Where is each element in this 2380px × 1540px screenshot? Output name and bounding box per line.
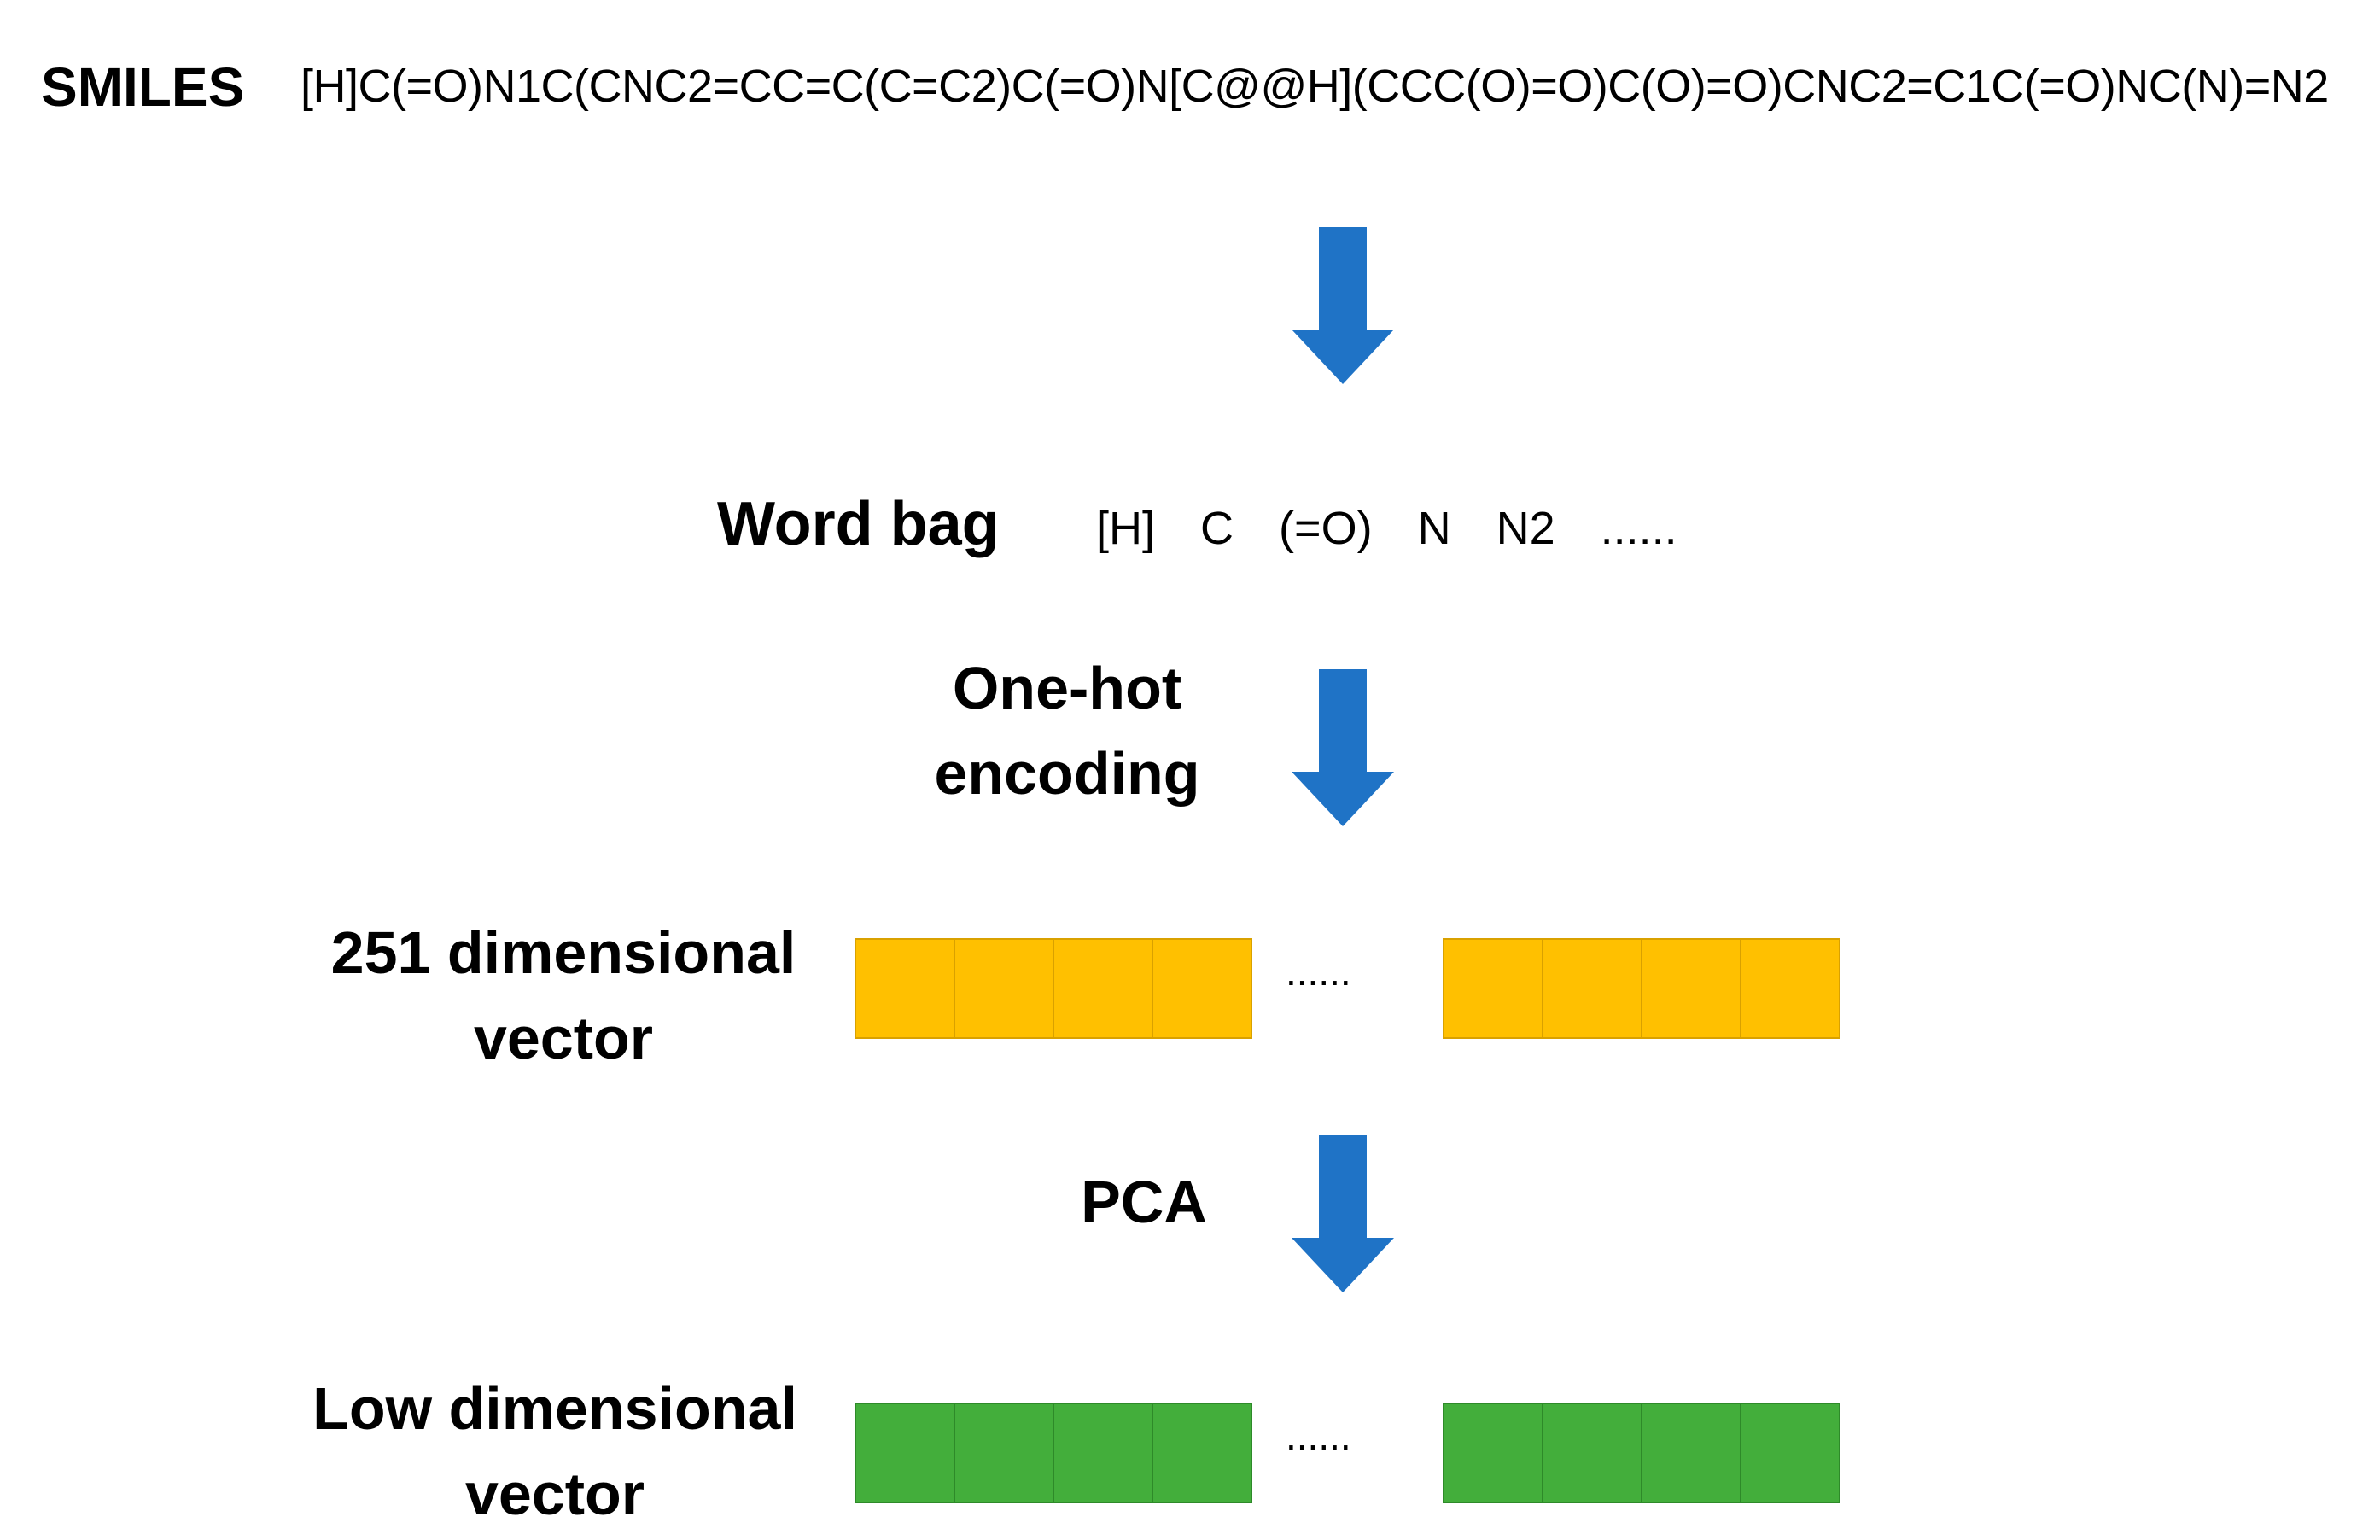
low-dim-label-line-2: vector (464, 1461, 645, 1527)
vector-251-left-cells (855, 938, 1252, 1039)
vector-cell (1443, 1403, 1543, 1503)
vector-cell (1443, 938, 1543, 1039)
vector-cell (1152, 938, 1252, 1039)
vector-251-right-cells (1443, 938, 1840, 1039)
word-bag-token: N (1417, 503, 1451, 554)
vector-cell (1740, 1403, 1840, 1503)
vector-cell (855, 938, 955, 1039)
vector-cell (855, 1403, 955, 1503)
vector-cell (954, 938, 1054, 1039)
vector-251-label-line-2: vector (473, 1005, 654, 1071)
arrow-down-icon (1292, 227, 1394, 384)
word-bag-token: (=O) (1279, 503, 1373, 554)
vector-251-ellipsis: ...... (1286, 949, 1351, 994)
word-bag-label: Word bag (717, 490, 1000, 558)
arrow-down-icon (1292, 669, 1394, 826)
arrow-down-icon (1292, 1135, 1394, 1292)
vector-low-right-cells (1443, 1403, 1840, 1503)
vector-cell (954, 1403, 1054, 1503)
vector-cell (1542, 1403, 1642, 1503)
low-dim-label-line-1: Low dimensional (312, 1375, 797, 1442)
vector-low-ellipsis: ...... (1286, 1414, 1351, 1458)
vector-cell (1641, 1403, 1741, 1503)
word-bag-tokens: [H] C (=O) N N2 ...... (1096, 490, 1710, 567)
vector-low-left-cells (855, 1403, 1252, 1503)
vector-cell (1641, 938, 1741, 1039)
vector-cell (1053, 1403, 1153, 1503)
vector-cell (1740, 938, 1840, 1039)
one-hot-encoding-label: One-hot encoding (896, 645, 1238, 816)
pca-label: PCA (1081, 1169, 1207, 1235)
word-bag-ellipsis: ...... (1600, 503, 1677, 554)
vector-251-label-line-1: 251 dimensional (330, 919, 796, 986)
word-bag-token: [H] (1096, 503, 1156, 554)
word-bag-token: N2 (1496, 503, 1555, 554)
vector-cell (1152, 1403, 1252, 1503)
vector-cell (1053, 938, 1153, 1039)
vector-251-label: 251 dimensional vector (256, 910, 871, 1081)
smiles-label: SMILES (41, 56, 245, 118)
one-hot-line-2: encoding (934, 740, 1200, 807)
one-hot-line-1: One-hot (952, 655, 1182, 721)
smiles-string: [H]C(=O)N1C(CNC2=CC=C(C=C2)C(=O)N[C@@H](… (300, 61, 2329, 112)
vector-cell (1542, 938, 1642, 1039)
word-bag-token: C (1200, 503, 1234, 554)
low-dimensional-vector-label: Low dimensional vector (248, 1366, 862, 1537)
